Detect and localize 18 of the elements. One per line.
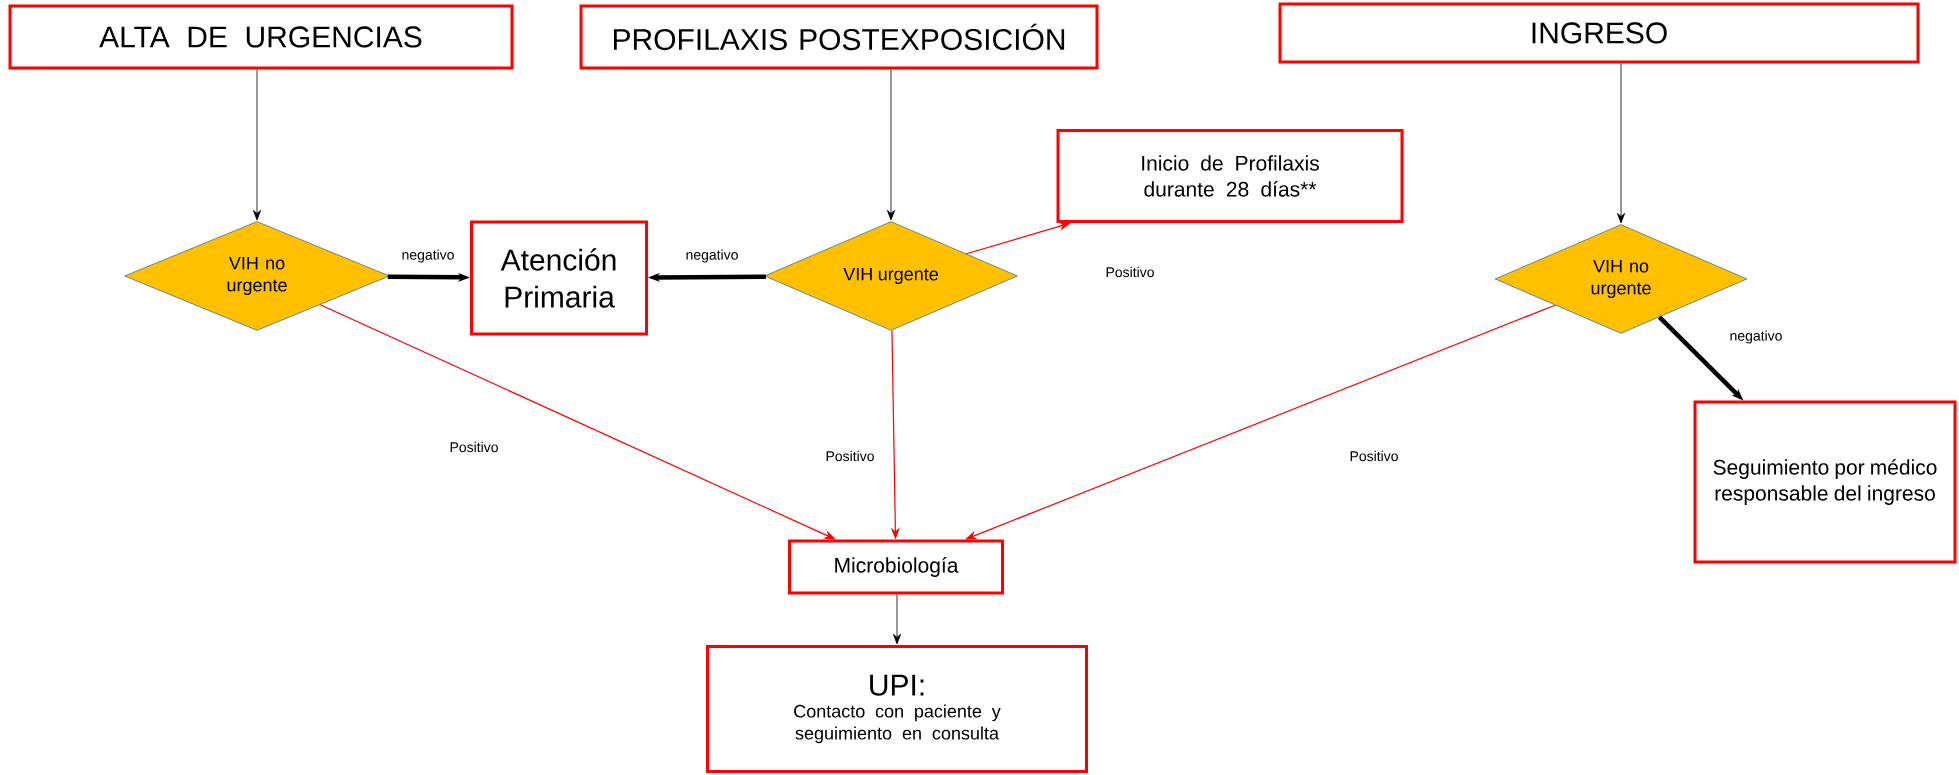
process-box: INGRESO	[1278, 2, 1920, 64]
edge-label: Positivo	[1103, 264, 1157, 280]
edge-label: Positivo	[1347, 448, 1401, 464]
edge-label: Positivo	[823, 448, 877, 464]
edge-label: Positivo	[447, 439, 501, 455]
process-box: Inicio de Profilaxis durante 28 días**	[1056, 129, 1404, 223]
edge-label: negativo	[683, 247, 741, 265]
process-box: ALTA DE URGENCIAS	[8, 4, 514, 70]
process-box: Atención Primaria	[470, 220, 648, 336]
arrow	[893, 594, 901, 645]
edge-label: negativo	[399, 247, 457, 265]
arrow	[1617, 63, 1625, 224]
arrow	[887, 69, 895, 221]
arrow	[253, 69, 261, 221]
process-box: Seguimiento por médico responsable del ingreso	[1693, 400, 1957, 564]
process-box: UPI: Contacto con paciente y seguimiento en consulta	[706, 645, 1088, 773]
process-box: PROFILAXIS POSTEXPOSICIÓN	[579, 4, 1099, 70]
process-box: Microbiología	[788, 539, 1004, 595]
